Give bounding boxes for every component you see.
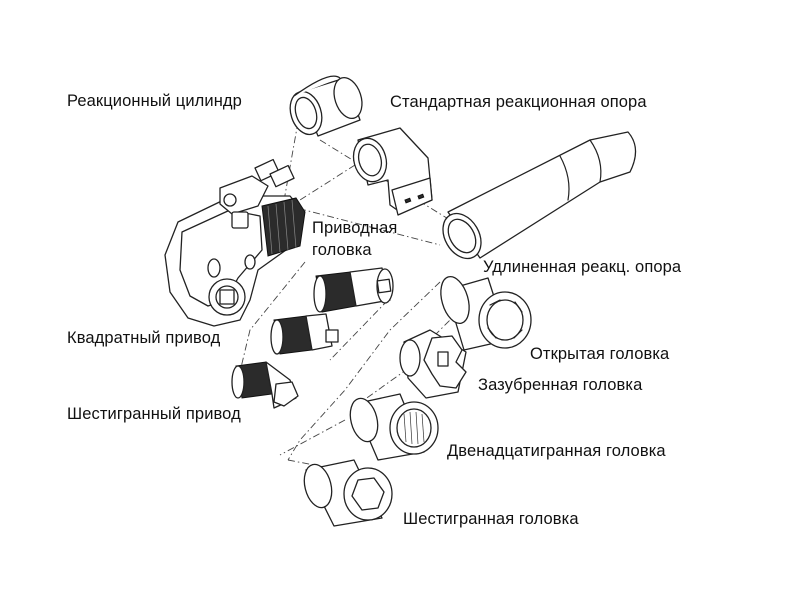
reaction-cylinder-part — [289, 75, 363, 137]
label-extended-reaction-support: Удлиненная реакц. опора — [483, 258, 682, 276]
square-drive-part — [270, 313, 339, 355]
standard-reaction-support-part — [352, 127, 433, 216]
label-splined-socket: Зазубренная головка — [478, 376, 643, 394]
label-square-drive: Квадратный привод — [67, 329, 221, 347]
open-socket-part — [440, 276, 532, 351]
drive-head-part — [313, 267, 394, 313]
label-standard-reaction-support: Стандартная реакционная опора — [390, 93, 647, 111]
label-hex-drive: Шестигранный привод — [67, 405, 241, 423]
hex-socket-part — [303, 459, 393, 527]
label-twelve-point-socket: Двенадцатигранная головка — [447, 442, 666, 460]
label-open-socket: Открытая головка — [530, 345, 670, 363]
splined-socket-part — [399, 329, 467, 399]
hex-drive-part — [231, 361, 299, 409]
extended-reaction-support-part — [442, 131, 637, 260]
label-reaction-cylinder: Реакционный цилиндр — [67, 92, 242, 110]
twelve-point-socket-part — [349, 393, 439, 461]
label-hex-socket: Шестигранная головка — [403, 510, 579, 528]
wrench-body-part — [164, 158, 306, 327]
